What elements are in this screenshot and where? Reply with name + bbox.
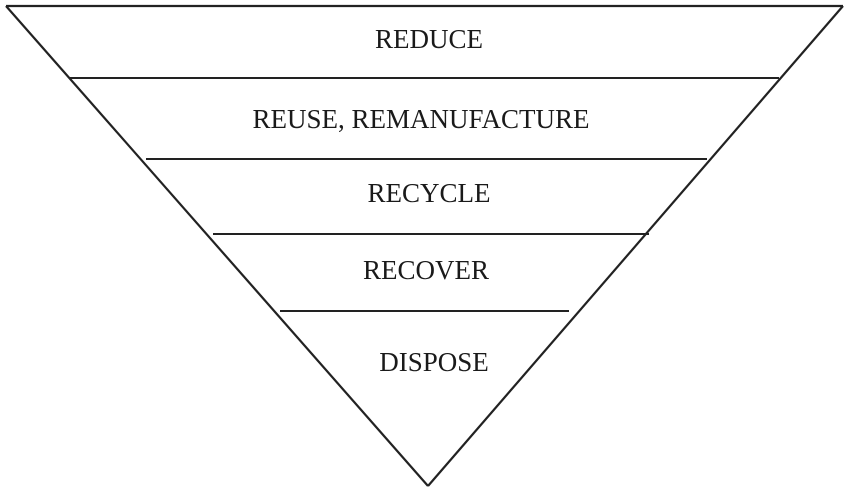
triangle-right-edge xyxy=(427,5,844,487)
level-label-dispose: DISPOSE xyxy=(379,347,489,377)
level-label-reduce: REDUCE xyxy=(375,24,483,54)
triangle-left-edge xyxy=(5,5,429,487)
level-label-reuse: REUSE, REMANUFACTURE xyxy=(252,104,589,134)
level-label-recycle: RECYCLE xyxy=(367,178,490,208)
level-label-recover: RECOVER xyxy=(363,255,489,285)
